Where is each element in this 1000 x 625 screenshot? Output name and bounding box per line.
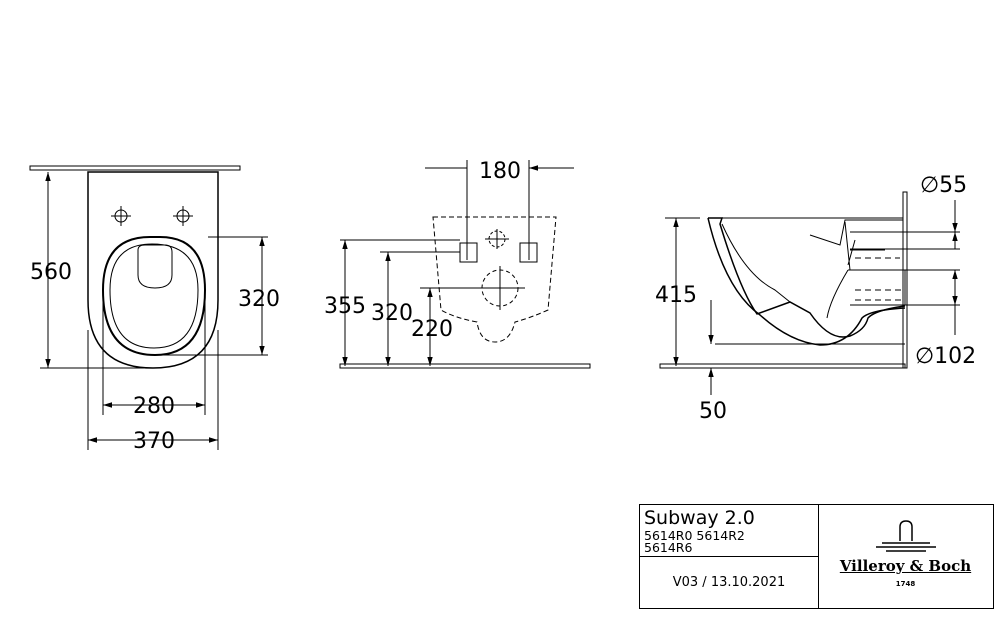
dim-outlet-50: 50 bbox=[699, 399, 727, 424]
dim-seat-width-280: 280 bbox=[133, 394, 175, 419]
back-view bbox=[339, 160, 591, 369]
title-block: Subway 2.0 5614R0 5614R2 5614R6 V03 / 13… bbox=[639, 504, 994, 609]
dim-seat-height-320: 320 bbox=[238, 287, 280, 312]
dim-height-560: 560 bbox=[30, 260, 72, 285]
brand-name: Villeroy & Boch bbox=[839, 557, 972, 575]
front-view bbox=[29, 165, 268, 450]
dim-320: 320 bbox=[371, 301, 413, 326]
dim-inlet-55: ∅55 bbox=[920, 173, 967, 198]
product-codes-2: 5614R6 bbox=[644, 540, 693, 555]
faucet-logo-icon bbox=[876, 520, 936, 552]
dim-fixing-180: 180 bbox=[479, 159, 521, 184]
dim-outlet-102: ∅102 bbox=[915, 344, 976, 369]
product-name: Subway 2.0 bbox=[644, 507, 755, 529]
brand-logo: Villeroy & Boch 1748 bbox=[818, 505, 993, 608]
dim-height-415: 415 bbox=[655, 283, 697, 308]
dim-width-370: 370 bbox=[133, 429, 175, 454]
product-codes: 5614R0 5614R2 bbox=[644, 528, 745, 543]
dim-220: 220 bbox=[411, 317, 453, 342]
version-date: V03 / 13.10.2021 bbox=[672, 575, 786, 590]
dim-355: 355 bbox=[324, 294, 366, 319]
brand-year: 1748 bbox=[895, 580, 916, 588]
side-view bbox=[659, 191, 960, 395]
